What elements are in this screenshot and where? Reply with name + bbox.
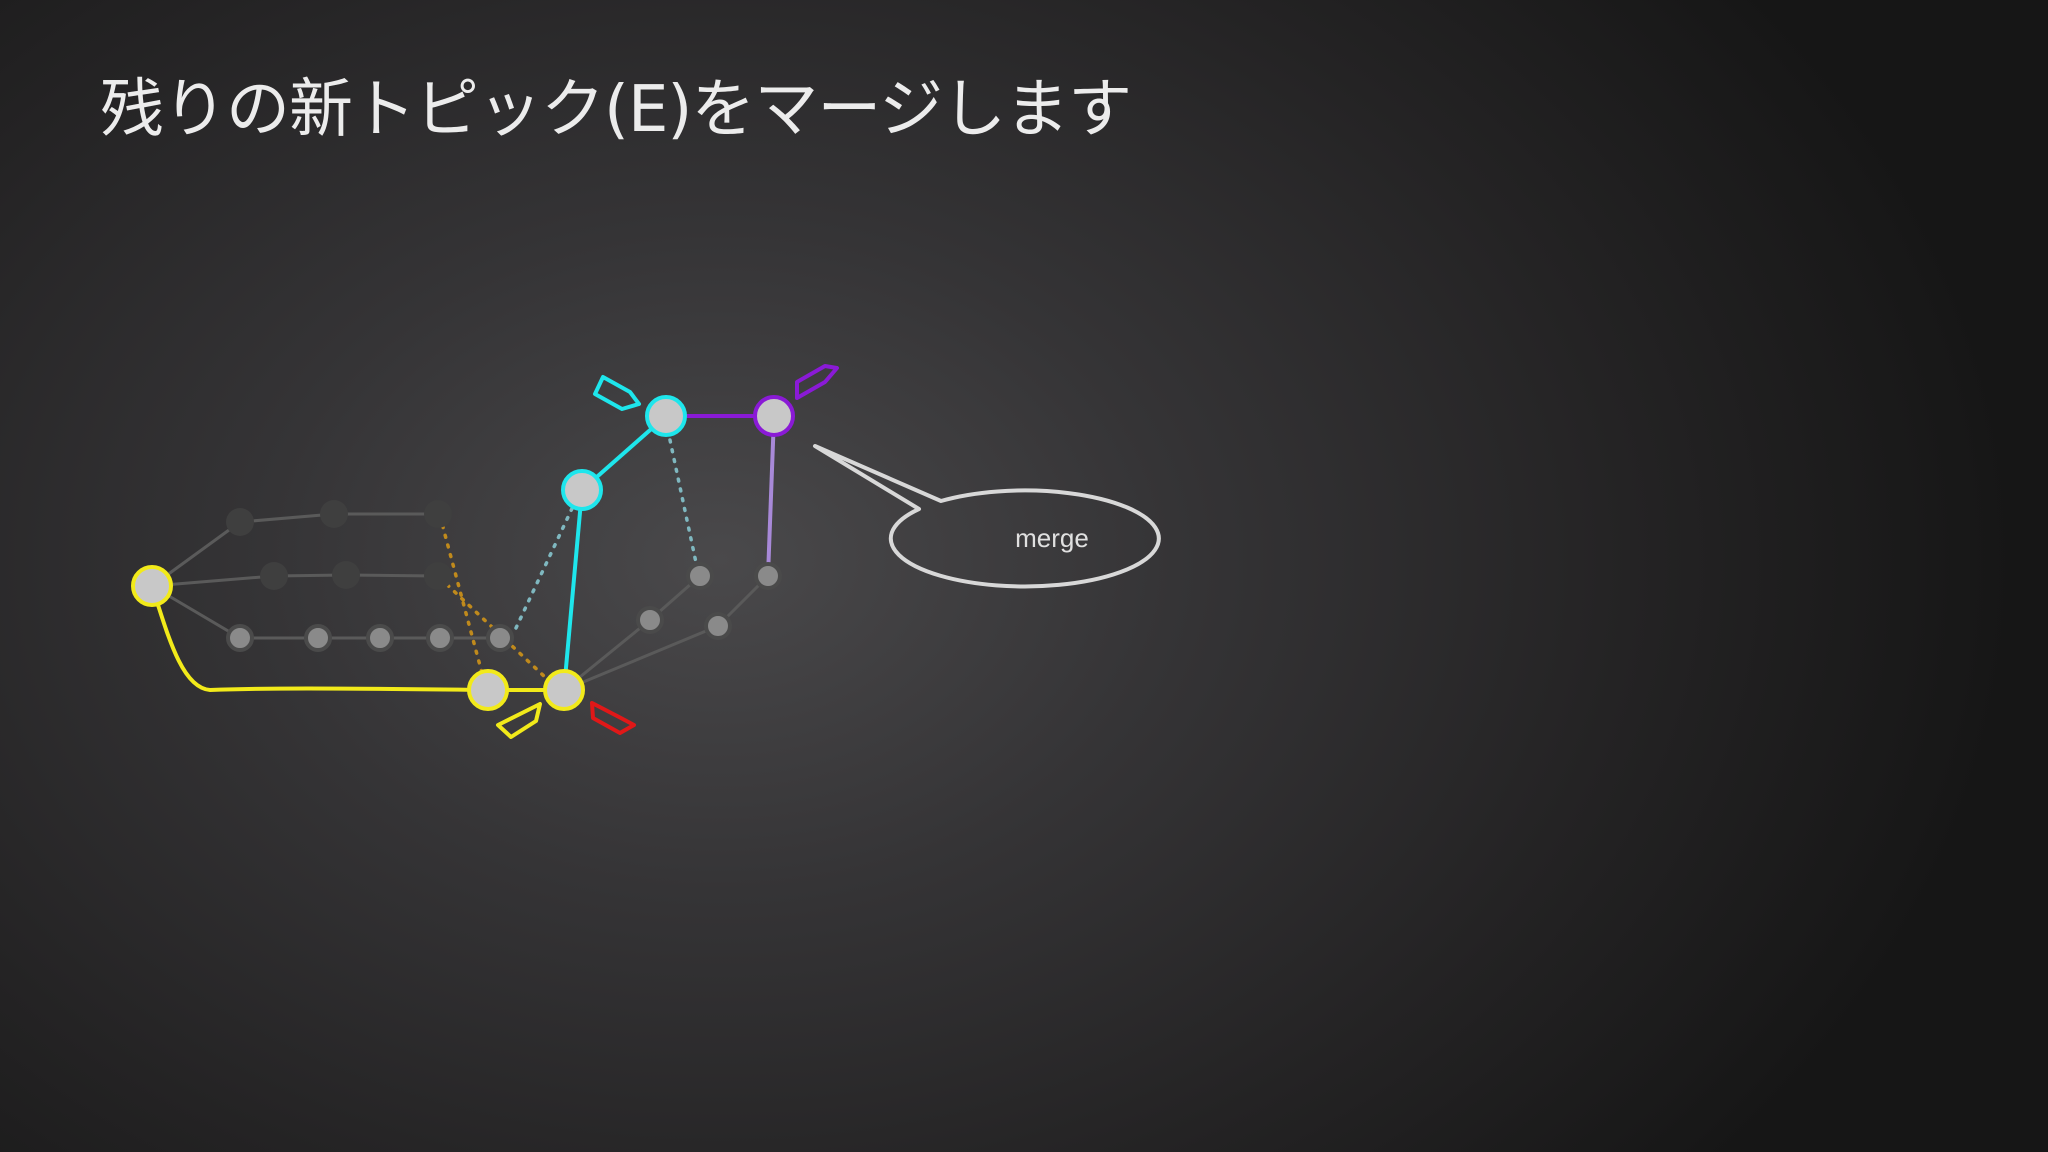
red-branch-tag-icon (590, 701, 636, 735)
yellow-branch-tag-icon (496, 702, 542, 739)
callout-bubble (813, 444, 1161, 589)
cyan-head-commit (645, 395, 687, 437)
faded-edge (563, 624, 719, 692)
yellow-root-commit (131, 565, 173, 607)
faded-commit (332, 561, 360, 589)
gray-commit (426, 624, 454, 652)
merge-callout: merge (813, 444, 1161, 589)
faded-commit (320, 500, 348, 528)
purple-branch-tag-icon (795, 364, 839, 400)
faded-commit (424, 562, 452, 590)
orange-dotted-edge (438, 514, 488, 690)
gray-commit (704, 612, 732, 640)
cyan-branch-tag-icon (593, 375, 641, 411)
slide-title: 残りの新トピック(E)をマージします (100, 73, 1132, 147)
gray-commit (754, 562, 782, 590)
lavender-branch-line (766, 415, 776, 577)
cyan-dotted-edge (668, 438, 700, 574)
callout-text: merge (1015, 523, 1089, 553)
purple-merge-commit (753, 395, 795, 437)
faded-commit (424, 500, 452, 528)
gray-commit (636, 606, 664, 634)
faded-commit (260, 562, 288, 590)
cyan-dotted-edge (514, 498, 578, 630)
faded-edge (239, 512, 335, 524)
faded-commit (226, 508, 254, 536)
faded-dark-commits (226, 500, 452, 590)
gray-commit (366, 624, 394, 652)
faded-edge (345, 573, 439, 578)
yellow-head-commit (543, 669, 585, 711)
cyan-branch-line (562, 489, 584, 691)
gray-commit (486, 624, 514, 652)
yellow-branch-line (150, 585, 564, 693)
cyan-commit (561, 469, 603, 511)
gray-commit (226, 624, 254, 652)
faded-branch-lines (151, 512, 770, 692)
gray-commit (686, 562, 714, 590)
gray-commit (304, 624, 332, 652)
gray-commits (226, 562, 782, 652)
yellow-commit (467, 669, 509, 711)
